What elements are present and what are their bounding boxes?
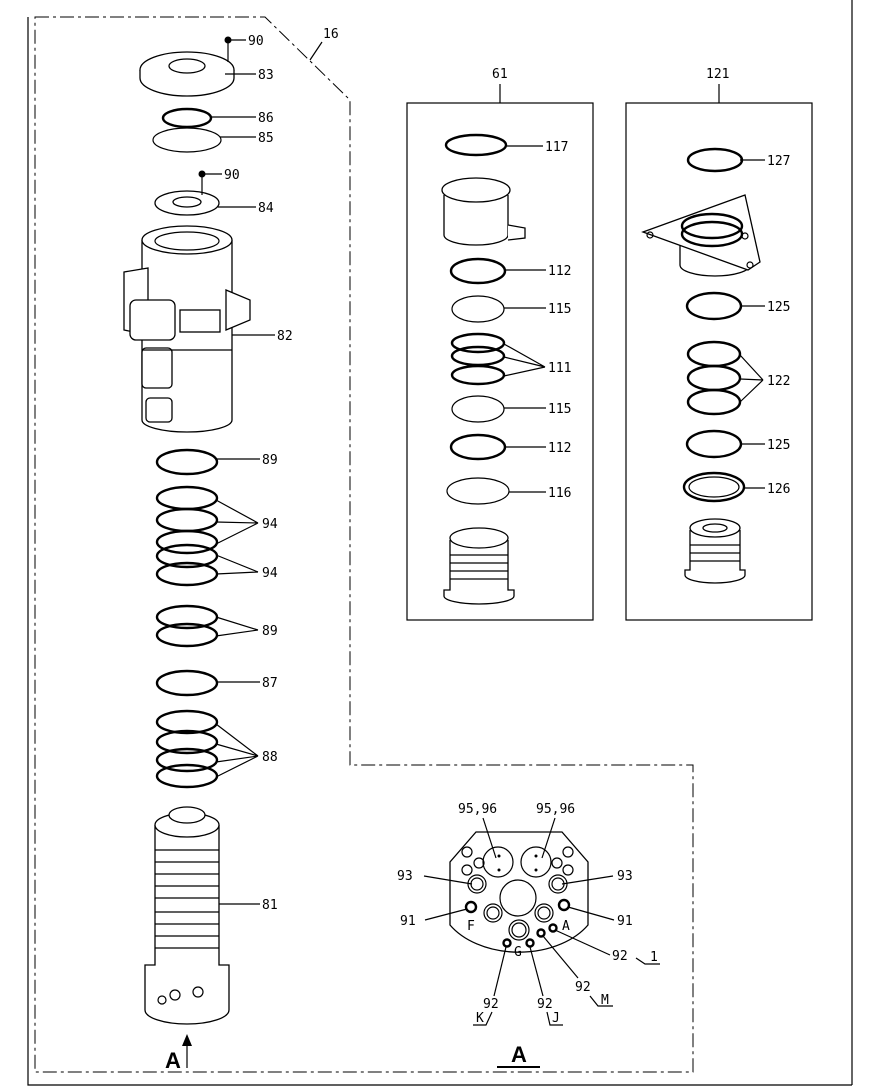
- part-label: 83: [258, 68, 274, 83]
- part-label: 125: [767, 438, 790, 453]
- label-121: 121: [706, 67, 729, 82]
- part-label: 89: [262, 624, 278, 639]
- view-a-labels: 95,96 95,96 93 93 91 91 F A G 92 1 92 M …: [397, 802, 660, 1068]
- part-label: 117: [545, 140, 568, 155]
- part-label: 1: [650, 950, 658, 965]
- part-label: 94: [262, 566, 278, 581]
- part-label: 82: [277, 329, 293, 344]
- part-label: G: [514, 945, 522, 960]
- label-16: 16: [323, 27, 339, 42]
- part-label: 95,96: [536, 802, 575, 817]
- part-label: 127: [767, 154, 790, 169]
- assembly-16-boundary: [34, 16, 694, 1073]
- drawing-frame: [27, 0, 853, 1086]
- part-81-spindle: [144, 806, 230, 1025]
- part-label: 84: [258, 201, 274, 216]
- part-label: M: [601, 993, 609, 1008]
- part-label: 91: [617, 914, 633, 929]
- part-87-ring: [155, 669, 219, 697]
- part-label: 92: [483, 997, 499, 1012]
- view-a-title: A: [511, 1042, 527, 1067]
- part-label: 88: [262, 750, 278, 765]
- kit-121-labels: 127 125 122 125 126: [739, 154, 790, 497]
- part-label: 92: [612, 949, 628, 964]
- part-label: F: [467, 919, 475, 934]
- part-label: K: [476, 1011, 484, 1026]
- part-label: 87: [262, 676, 278, 691]
- part-label: 81: [262, 898, 278, 913]
- kit-61-parts: [441, 133, 526, 605]
- part-85-ring: [152, 127, 222, 153]
- part-89-ring: [155, 448, 219, 476]
- part-label: 112: [548, 441, 571, 456]
- part-label: 90: [224, 168, 240, 183]
- part-label: 115: [548, 302, 571, 317]
- part-label: 111: [548, 361, 571, 376]
- part-label: 93: [617, 869, 633, 884]
- kit-61-box: 61: [406, 67, 594, 621]
- kit-121-box: 121: [625, 67, 813, 621]
- part-label: A: [562, 919, 570, 934]
- part-83-cover: [139, 51, 235, 97]
- part-label: 95,96: [458, 802, 497, 817]
- part-82-body: [123, 225, 251, 433]
- kit-121-parts: [641, 147, 761, 584]
- label-61: 61: [492, 67, 508, 82]
- view-a-face: [449, 831, 589, 953]
- part-label: 92: [537, 997, 553, 1012]
- part-84-plate: [154, 190, 220, 216]
- kit-61-labels: 117 112 115 111 115 112 116: [503, 140, 571, 501]
- part-label: J: [552, 1011, 560, 1026]
- part-label: 125: [767, 300, 790, 315]
- part-89-rings: [155, 604, 219, 648]
- part-label: 93: [397, 869, 413, 884]
- part-label: 115: [548, 402, 571, 417]
- part-label: 89: [262, 453, 278, 468]
- part-label: 116: [548, 486, 571, 501]
- main-labels: 90 83 86 85 90 84 82 89 94 94 89 87 88 8…: [198, 34, 293, 913]
- part-label: 94: [262, 517, 278, 532]
- part-label: 86: [258, 111, 274, 126]
- part-label: 92: [575, 980, 591, 995]
- view-a-arrow: A: [165, 1034, 192, 1073]
- part-label: 112: [548, 264, 571, 279]
- part-label: A: [165, 1048, 181, 1073]
- part-label: 126: [767, 482, 790, 497]
- part-94-rings: [155, 485, 219, 587]
- part-label: 90: [248, 34, 264, 49]
- part-88-rings: [155, 709, 219, 789]
- part-86-ring: [161, 107, 213, 129]
- part-label: 91: [400, 914, 416, 929]
- part-label: 122: [767, 374, 790, 389]
- part-label: 85: [258, 131, 274, 146]
